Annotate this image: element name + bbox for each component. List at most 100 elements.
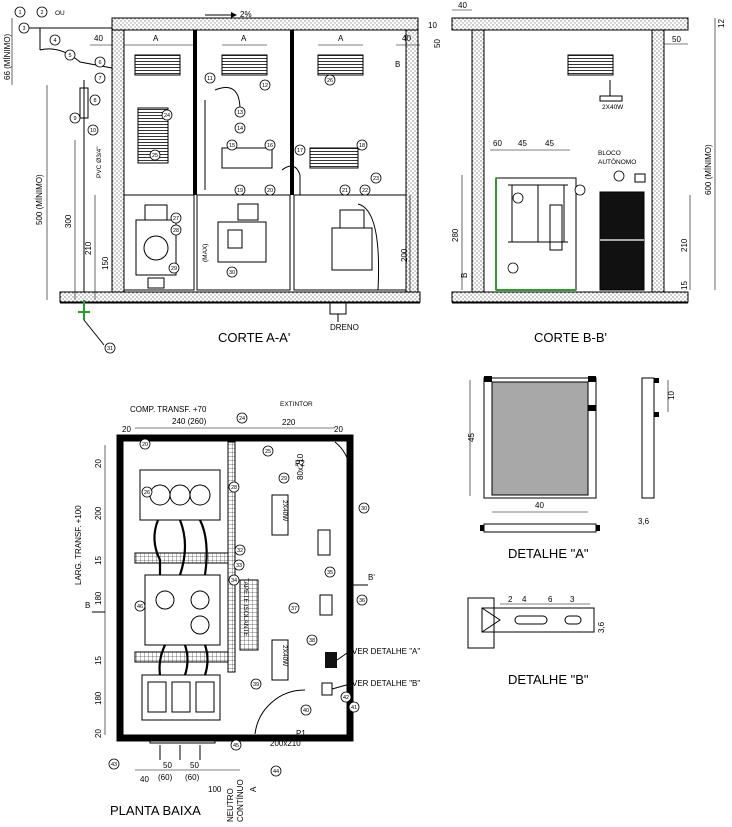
equip-label-1: 2X40W <box>281 500 288 522</box>
callout-number: 13 <box>237 110 243 116</box>
dim-40a: 40 <box>94 34 103 43</box>
callout-number: 11 <box>207 76 213 82</box>
ver-detalhe-a: VER DETALHE "A" <box>352 647 420 656</box>
ver-detalhe-b: VER DETALHE "B" <box>352 679 420 688</box>
door-p2 <box>334 441 351 471</box>
dim-bb-50b: 50 <box>672 35 681 44</box>
dim-bb-600: 600 (MÍNIMO) <box>704 144 713 195</box>
plan-60b: (60) <box>185 773 200 782</box>
p2-size: 80x210 <box>296 453 305 480</box>
dim-210: 210 <box>84 241 93 255</box>
callout-number: 28 <box>173 228 179 234</box>
callout-number: 35 <box>327 570 333 576</box>
detail-a-40: 40 <box>535 501 544 510</box>
right-wall-bb <box>651 29 665 293</box>
callout-number: 29 <box>281 476 287 482</box>
caption-detalhe-b: DETALHE "B" <box>508 672 589 687</box>
p2-label: P2 <box>295 459 305 468</box>
lamp-unit-1 <box>271 494 289 536</box>
dim-bb-45b: 45 <box>545 139 554 148</box>
lamp-unit-2 <box>271 639 289 681</box>
dim-300: 300 <box>64 214 73 228</box>
pvc-label: PVC Ø3/4" <box>96 146 103 178</box>
switch-cell <box>293 194 407 291</box>
callout-number: 16 <box>267 143 273 149</box>
callout-number: 3 <box>22 26 25 32</box>
vent-3 <box>317 54 364 76</box>
callout-number: 31 <box>107 346 113 352</box>
callout-number: 30 <box>361 506 367 512</box>
plan-20c: 20 <box>94 459 103 468</box>
plan-outer-wall <box>116 434 354 742</box>
breaker <box>217 221 267 263</box>
plan-50a: 50 <box>163 761 172 770</box>
detail-b-bar <box>481 607 595 633</box>
transformer-cell <box>123 194 195 291</box>
callout-number: 12 <box>262 83 268 89</box>
ou-label: OU <box>55 10 65 17</box>
callout-number: 25 <box>265 449 271 455</box>
dim-bb-280: 280 <box>451 228 460 242</box>
floor-plan: COMP. TRANSF. +70 240 (260) EXTINTOR 220… <box>74 401 420 822</box>
p1-label: P1 <box>296 729 306 738</box>
callout-number: 39 <box>253 682 259 688</box>
plan-60a: (60) <box>158 773 173 782</box>
detail-b-36: 3,6 <box>597 621 606 633</box>
breaker-cell <box>196 194 291 291</box>
dim-bb-45a: 45 <box>518 139 527 148</box>
detail-b: 2 4 6 3 3,6 DETALHE "B" <box>467 595 606 687</box>
plan-20d: 20 <box>94 729 103 738</box>
extintor-label: EXTINTOR <box>280 401 313 408</box>
callout-number: 36 <box>359 598 365 604</box>
panel-box <box>221 147 273 169</box>
plan-180b: 180 <box>94 691 103 705</box>
plan-cell-wall-2 <box>134 651 236 663</box>
caption-corte-aa: CORTE A-A' <box>218 330 290 345</box>
callout-number: 7 <box>98 76 101 82</box>
section-aa: 2% DRENO B A A A 40 40 10 500 (MÍNIMO) <box>3 6 437 354</box>
callout-number: 34 <box>231 578 237 584</box>
b-marker: B <box>395 60 400 69</box>
neutro-label: NEUTRO <box>226 788 235 822</box>
vent-1 <box>134 54 181 76</box>
continuo-label: CONTÍNUO <box>236 779 245 822</box>
detail-a-plate <box>491 381 589 496</box>
callout-number: 32 <box>237 548 243 554</box>
callout-number: 24 <box>239 416 245 422</box>
plan-20a: 20 <box>122 425 131 434</box>
callout-number: 21 <box>342 188 348 194</box>
dim-200: 200 <box>400 248 409 262</box>
floor-bb <box>451 291 689 303</box>
insulating-mat <box>239 579 259 651</box>
floor-slab <box>59 291 421 303</box>
lamp-fixture <box>599 95 623 102</box>
divider-wall-2 <box>290 30 294 195</box>
callout-number: 2 <box>40 10 43 16</box>
callout-number: 27 <box>173 216 179 222</box>
tapete-label: TAPETE ISOLANTE <box>242 578 249 637</box>
callout-number: 30 <box>229 270 235 276</box>
dim-500: 500 (MÍNIMO) <box>35 174 44 225</box>
plan-a-marker: A <box>249 786 258 792</box>
plan-100: 100 <box>208 785 222 794</box>
callout-number: 1 <box>18 10 21 16</box>
vent-bb <box>567 54 614 76</box>
callout-number: 29 <box>171 266 177 272</box>
equip-label-2: 2X40W <box>281 645 288 667</box>
plan-240-label: 240 (260) <box>172 417 207 426</box>
callout-number: 20 <box>142 442 148 448</box>
bloco-label-1: BLOCO <box>598 150 621 157</box>
disconnect-switch <box>331 227 373 271</box>
dim-bb-210: 210 <box>680 238 689 252</box>
callout-number: 40 <box>303 708 309 714</box>
callout-number: 5 <box>68 53 71 59</box>
detail-a-10: 10 <box>667 391 676 400</box>
callout-number: 46 <box>137 604 143 610</box>
callout-number: 19 <box>237 188 243 194</box>
callout-number: 22 <box>362 188 368 194</box>
dim-40b: 40 <box>402 34 411 43</box>
bloco-label-2: AUTÔNOMO <box>598 157 636 166</box>
callout-number: 37 <box>291 606 297 612</box>
